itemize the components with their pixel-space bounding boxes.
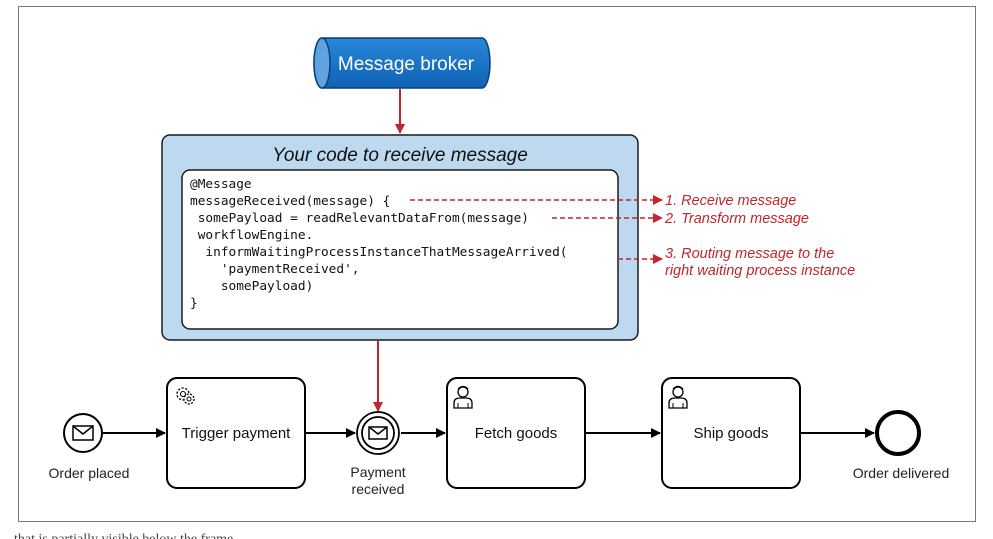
message-broker: Message broker [313,37,491,89]
intermediate-event-label-line1: Payment [350,464,405,480]
note-receive: 1. Receive message [665,193,796,209]
code-panel [181,169,619,330]
code-box: Your code to receive message @Message me… [161,134,639,341]
annotations: 1. Receive message 2. Transform message … [410,193,855,279]
code-line: informWaitingProcessInstanceThatMessageA… [190,245,568,260]
intermediate-event-payment: Payment received [350,411,406,497]
user-icon [453,385,473,409]
start-event-label: Order placed [49,465,130,481]
code-lines: @Message messageReceived(message) { some… [190,177,568,311]
task-ship-goods: Ship goods [661,377,801,489]
envelope-icon [368,426,388,440]
code-box-title: Your code to receive message [272,145,528,166]
note-routing-line2: right waiting process instance [665,263,855,279]
figure-frame [18,6,976,522]
end-event-label: Order delivered [853,465,950,481]
note-transform: 2. Transform message [664,211,809,227]
envelope-icon [72,425,94,441]
intermediate-event-label-line2: received [352,481,405,497]
code-line: @Message [190,177,252,192]
task-trigger-payment: Trigger payment [166,377,306,489]
code-line: messageReceived(message) { [190,194,390,209]
user-icon [668,385,688,409]
broker-label: Message broker [338,54,475,75]
code-line: somePayload) [190,279,313,294]
code-line: } [190,296,198,311]
task-trigger-payment-label: Trigger payment [182,425,291,442]
note-routing-line1: 3. Routing message to the [665,246,834,262]
code-line: workflowEngine. [190,228,313,243]
task-ship-goods-label: Ship goods [693,425,768,442]
task-fetch-goods-label: Fetch goods [475,425,558,442]
start-event: Order placed [49,413,130,481]
end-event: Order delivered [853,410,950,481]
code-line: somePayload = readRelevantDataFrom(messa… [190,211,529,226]
code-line: 'paymentReceived', [190,262,360,277]
task-fetch-goods: Fetch goods [446,377,586,489]
gear-icon [176,387,195,405]
caption-fragment: …that is partially visible below the fra… [0,532,993,539]
